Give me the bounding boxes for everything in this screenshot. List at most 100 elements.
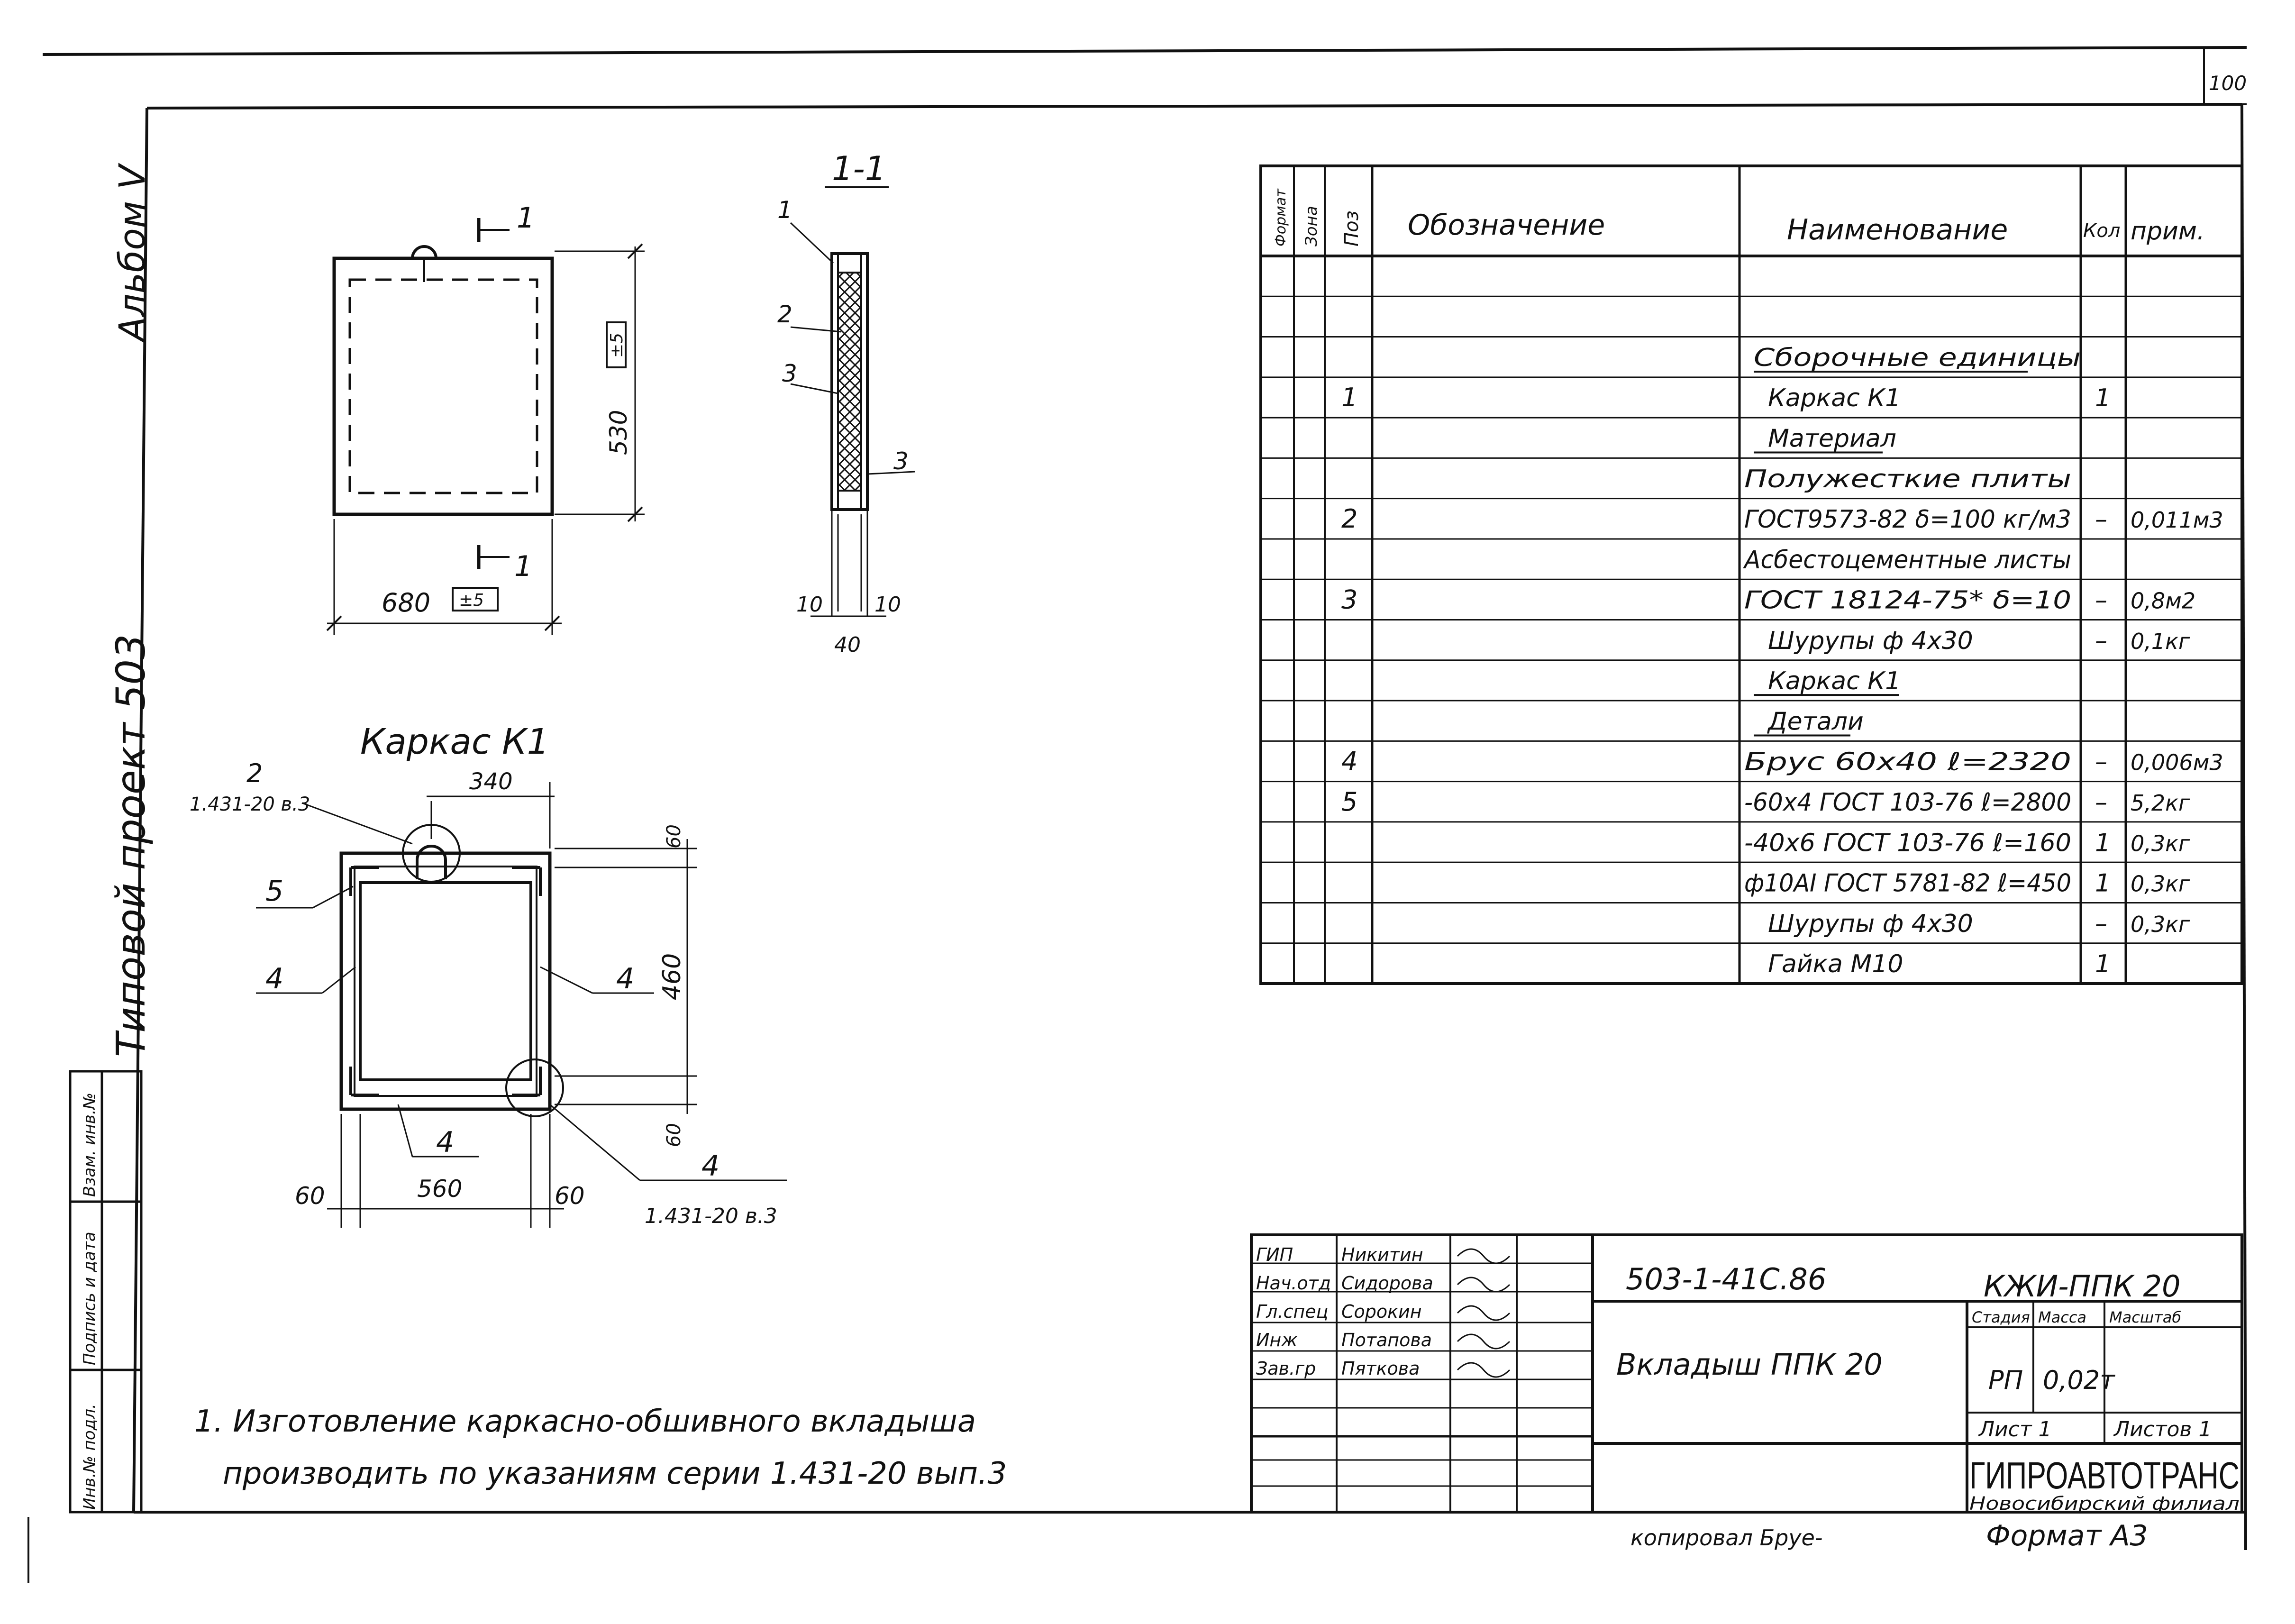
spec-name: Гайка М10 — [1768, 950, 1903, 978]
sheet-no: Лист 1 — [1978, 1417, 2051, 1442]
frame-callout-4b: 4 — [616, 962, 634, 995]
spec-qty: – — [2095, 910, 2107, 938]
stage-value: РП — [1988, 1365, 2023, 1395]
col-zone: Зона — [1302, 206, 1321, 246]
section-title: 1-1 — [832, 149, 886, 188]
doc-code: 503-1-41С.86 — [1626, 1262, 1826, 1296]
tb-role: Зав.гр — [1256, 1358, 1316, 1379]
spec-qty: 1 — [2095, 384, 2111, 412]
spec-name: Брус 60х40 ℓ=2320 — [1744, 748, 2071, 776]
project-label: Типовой проект 503 — [108, 634, 154, 1057]
col-designation: Обозначение — [1408, 209, 1605, 242]
stamp-signature-date: Подпись и дата — [80, 1232, 99, 1365]
signature-scribble — [1457, 1362, 1511, 1378]
col-pos: Поз — [1341, 210, 1363, 246]
spec-row: 1 Каркас К1 1 — [1341, 383, 2111, 412]
note-line-1: 1. Изготовление каркасно-обшивного вклад… — [194, 1404, 976, 1439]
frame-dim-460: 460 — [658, 953, 686, 1000]
spec-name: Каркас К1 — [1768, 667, 1901, 695]
spec-qty: – — [2095, 748, 2107, 776]
spec-note: 0,3кг — [2131, 912, 2190, 937]
tb-name: Сорокин — [1341, 1301, 1422, 1322]
tb-role: Нач.отд — [1256, 1273, 1331, 1294]
spec-note: 0,3кг — [2131, 830, 2190, 856]
col-note: прим. — [2131, 217, 2205, 246]
spec-pos: 5 — [1341, 787, 1357, 817]
section-dim-left: 10 — [796, 593, 823, 617]
spec-pos: 4 — [1341, 747, 1357, 776]
signature-scribble — [1457, 1333, 1511, 1350]
spec-pos: 3 — [1341, 585, 1357, 615]
section-callout-3b: 3 — [893, 447, 909, 475]
spec-name: ГОСТ 18124-75* δ=10 — [1744, 586, 2071, 615]
spec-row: 4 Брус 60х40 ℓ=2320–0,006м3 — [1341, 747, 2223, 776]
section-mark-top: 1 — [517, 201, 535, 235]
org-branch: Новосибирский филиал — [1969, 1493, 2240, 1514]
spec-name: ГОСТ9573-82 δ=100 кг/м3 — [1744, 505, 2071, 534]
mass-value: 0,02т — [2043, 1365, 2115, 1395]
sheets-count: Листов 1 — [2113, 1417, 2212, 1442]
spec-qty: 1 — [2095, 869, 2111, 898]
tb-name: Пяткова — [1341, 1358, 1420, 1379]
tb-role: Гл.спец — [1256, 1301, 1329, 1322]
tb-role: ГИП — [1256, 1244, 1293, 1265]
spec-note: 0,8м2 — [2131, 588, 2195, 614]
section-dim-total: 40 — [834, 633, 861, 657]
frame-callout-2: 2 — [246, 758, 263, 788]
signature-scribble — [1457, 1277, 1511, 1293]
spec-name: ф10АI ГОСТ 5781-82 ℓ=450 — [1744, 869, 2071, 898]
frame-view — [256, 782, 787, 1228]
copied-label: копировал Бруе- — [1630, 1525, 1822, 1551]
spec-row: 5-60х4 ГОСТ 103-76 ℓ=2800–5,2кг — [1341, 787, 2190, 817]
spec-name: Полужесткие плиты — [1744, 465, 2071, 493]
tb-name: Сидорова — [1341, 1273, 1433, 1294]
col-format: Формат — [1273, 188, 1289, 246]
frame-callout-4a: 4 — [265, 962, 283, 995]
frame-callout-4d: 4 — [701, 1150, 719, 1183]
spec-pos: 2 — [1341, 504, 1357, 534]
spec-row: Детали — [1754, 707, 1864, 737]
spec-row: Каркас К1 — [1754, 667, 1901, 696]
spec-row: Асбестоцементные листы — [1743, 546, 2071, 574]
spec-row: Шурупы ф 4х30 –0,3кг — [1768, 910, 2190, 938]
spec-pos: 1 — [1341, 383, 1357, 412]
spec-name: Шурупы ф 4х30 — [1768, 910, 1973, 938]
spec-name: Детали — [1767, 707, 1864, 736]
page-number: 100 — [2209, 72, 2247, 95]
section-dim-right: 10 — [874, 593, 901, 617]
note-line-2: производить по указаниям серии 1.431-20 … — [223, 1456, 1007, 1491]
frame-dim-top: 340 — [469, 768, 513, 795]
spec-note: 5,2кг — [2131, 790, 2190, 816]
stamp-replace-inv: Взам. инв.№ — [80, 1093, 99, 1197]
spec-note: 0,011м3 — [2131, 507, 2223, 533]
spec-name: Каркас К1 — [1768, 384, 1901, 412]
spec-note: 0,006м3 — [2131, 750, 2223, 776]
width-tol: ±5 — [459, 591, 484, 610]
elevation-view — [326, 218, 645, 635]
spec-note: 0,1кг — [2131, 629, 2190, 654]
spec-row: ф10АI ГОСТ 5781-82 ℓ=450 1 0,3кг — [1744, 869, 2190, 898]
spec-row: Материал — [1754, 425, 1896, 454]
section-callout-3a: 3 — [782, 360, 797, 387]
spec-name: -60х4 ГОСТ 103-76 ℓ=2800 — [1744, 788, 2071, 817]
frame-callout-5: 5 — [265, 875, 283, 908]
frame-dim-60-right: 60 — [663, 1123, 685, 1147]
spec-qty: – — [2095, 586, 2107, 615]
mass-header: Масса — [2038, 1308, 2086, 1326]
stage-header: Стадия — [1972, 1308, 2030, 1326]
frame-dim-60-left: 60 — [295, 1182, 325, 1210]
scale-header: Масштаб — [2109, 1308, 2181, 1326]
tb-name: Потапова — [1341, 1330, 1432, 1350]
spec-note: 0,3кг — [2131, 871, 2190, 897]
frame-dim-560: 560 — [417, 1175, 462, 1203]
doc-mark: КЖИ-ППК 20 — [1984, 1269, 2180, 1304]
width-dim: 680 — [382, 588, 430, 618]
spec-table-rowlines — [1261, 295, 2242, 944]
frame-dim-60-bottom: 60 — [555, 1182, 585, 1210]
spec-name: Сборочные единицы — [1754, 344, 2081, 372]
spec-row: Полужесткие плиты — [1744, 465, 2071, 493]
